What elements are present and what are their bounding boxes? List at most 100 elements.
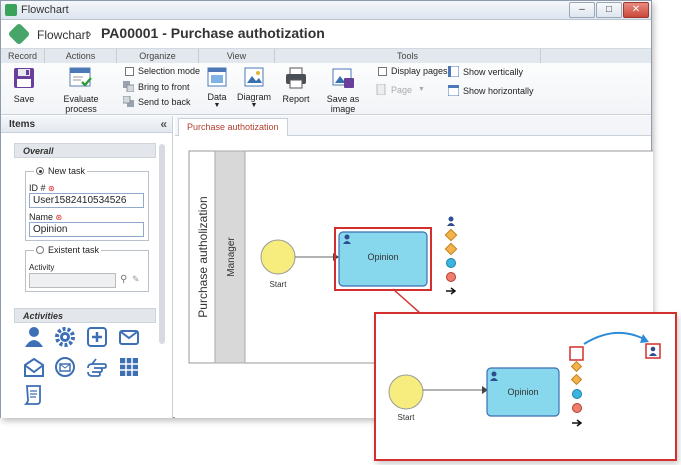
palette-exclusive-gateway-icon[interactable]	[444, 228, 458, 242]
ribbon-group-blank	[541, 49, 651, 63]
script-task-icon[interactable]	[23, 384, 45, 406]
tab-purchase-authotization[interactable]: Purchase authotization	[178, 118, 288, 136]
show-vertically-button[interactable]: Show vertically	[448, 66, 523, 77]
start-label: Start	[270, 280, 288, 289]
diagram-tabstrip: Purchase authotization	[175, 116, 651, 136]
items-panel-title: Items	[9, 119, 36, 130]
name-field[interactable]: Opinion	[29, 222, 144, 237]
display-pages-checkbox[interactable]: Display pages	[378, 66, 448, 76]
send-to-back-button[interactable]: Send to back	[123, 96, 191, 107]
selection-mode-check[interactable]	[125, 66, 134, 76]
zoom-start-event[interactable]	[388, 374, 424, 410]
name-label: Name ⊛	[29, 212, 62, 222]
breadcrumb-separator: ›	[87, 25, 92, 41]
page-dropdown-arrow-icon: ▼	[418, 86, 425, 93]
new-task-radio[interactable]	[36, 167, 44, 175]
bring-to-front-button[interactable]: Bring to front	[123, 81, 190, 92]
zoom-start-label: Start	[398, 413, 416, 422]
breadcrumb-root[interactable]: Flowchart	[37, 28, 90, 42]
existent-task-radio[interactable]	[36, 246, 44, 254]
palette-user-task-icon[interactable]	[447, 216, 455, 227]
window-controls: – □ ✕	[568, 2, 649, 18]
quick-palette	[444, 216, 458, 295]
zoom-connector-arrow-icon[interactable]	[572, 419, 583, 427]
save-icon	[14, 68, 34, 88]
items-panel-scrollbar[interactable]	[159, 144, 165, 344]
pool-header	[188, 150, 216, 364]
new-task-radio-row[interactable]: New task	[34, 166, 88, 176]
ribbon-group-view: View	[199, 49, 275, 63]
evaluate-process-label: Evaluate process	[63, 94, 99, 114]
minimize-button[interactable]: –	[569, 2, 595, 18]
data-icon	[207, 67, 227, 87]
breadcrumb: Flowchart › PA00001 - Purchase authotiza…	[1, 20, 651, 48]
zoom-parallel-gateway-icon[interactable]	[570, 373, 583, 386]
activity-field[interactable]	[29, 273, 116, 288]
save-button[interactable]: Save	[9, 66, 39, 104]
zoom-task-user-icon	[490, 371, 498, 381]
ribbon-toolbar: Record Actions Organize View Tools Save	[1, 48, 651, 115]
existent-task-radio-row[interactable]: Existent task	[34, 245, 102, 255]
message-circle-icon[interactable]	[54, 356, 76, 378]
drag-curve-arrow	[583, 331, 647, 345]
manual-task-icon[interactable]	[86, 356, 108, 378]
table-task-icon[interactable]	[118, 356, 140, 378]
new-task-fieldset: New task ID # ⊛ User1582410534526 Name ⊛…	[25, 166, 149, 241]
zoom-opinion-task[interactable]	[486, 367, 560, 417]
selection-mode-checkbox[interactable]: Selection mode	[125, 66, 200, 76]
app-window-icon	[5, 4, 17, 16]
diagram-icon	[244, 67, 264, 87]
user-task-icon[interactable]	[23, 326, 45, 348]
show-horizontally-icon	[448, 85, 459, 96]
flowchart-logo-icon	[7, 22, 31, 46]
search-icon[interactable]: ⚲	[120, 274, 128, 285]
window-title: Flowchart	[21, 4, 69, 16]
send-to-back-icon	[123, 96, 134, 107]
palette-end-event-icon[interactable]	[446, 272, 456, 282]
overall-section-header[interactable]: Overall	[14, 143, 156, 158]
selection-mode-label: Selection mode	[138, 66, 201, 76]
task-label: Opinion	[367, 252, 398, 262]
required-icon: ⊛	[48, 184, 55, 193]
id-label: ID # ⊛	[29, 183, 55, 193]
diagram-dropdown-button[interactable]: Diagram ▼	[237, 66, 271, 109]
activity-label: Activity	[29, 263, 55, 272]
lane-label: Manager	[226, 237, 237, 277]
zoom-intermediate-event-icon[interactable]	[572, 389, 582, 399]
receive-message-icon[interactable]	[23, 356, 45, 378]
palette-connector-arrow-icon[interactable]	[446, 287, 457, 295]
opinion-task[interactable]	[338, 231, 428, 287]
close-button[interactable]: ✕	[623, 2, 649, 18]
id-label-text: ID #	[29, 183, 46, 193]
show-horizontally-button[interactable]: Show horizontally	[448, 85, 534, 96]
start-event[interactable]	[260, 239, 296, 275]
ribbon-group-organize: Organize	[117, 49, 199, 63]
display-pages-check[interactable]	[378, 66, 387, 76]
save-label: Save	[13, 94, 35, 104]
collapse-panel-icon[interactable]: «	[160, 117, 167, 131]
send-message-icon[interactable]	[118, 326, 140, 348]
selection-outline	[334, 227, 432, 291]
service-task-icon[interactable]	[54, 326, 76, 348]
ribbon-group-record: Record	[1, 49, 45, 63]
palette-parallel-gateway-icon[interactable]	[444, 242, 458, 256]
ribbon-group-tools: Tools	[275, 49, 541, 63]
clear-icon[interactable]: ✎	[132, 274, 140, 284]
add-task-icon[interactable]	[86, 326, 108, 348]
id-field[interactable]: User1582410534526	[29, 193, 144, 208]
report-button[interactable]: Report	[281, 66, 311, 104]
activities-section-header[interactable]: Activities	[14, 308, 156, 323]
evaluate-process-button[interactable]: Evaluate process	[49, 66, 113, 114]
show-vertically-label: Show vertically	[463, 66, 524, 77]
data-label: Data	[207, 92, 227, 102]
zoom-exclusive-gateway-icon[interactable]	[570, 360, 583, 373]
page-dropdown[interactable]: Page ▼	[376, 84, 425, 95]
palette-intermediate-event-icon[interactable]	[446, 258, 456, 268]
maximize-button[interactable]: □	[596, 2, 622, 18]
save-as-image-button[interactable]: Save as image	[315, 66, 371, 114]
bring-to-front-icon	[123, 81, 134, 92]
existent-task-label: Existent task	[48, 245, 100, 255]
zoom-end-event-icon[interactable]	[572, 403, 582, 413]
lane-header[interactable]	[214, 150, 246, 364]
data-dropdown-button[interactable]: Data ▼	[203, 66, 231, 109]
